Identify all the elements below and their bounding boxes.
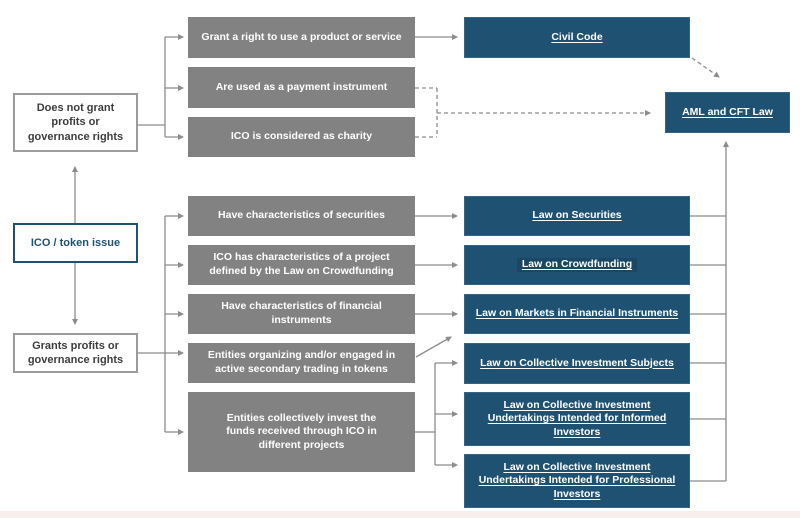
law-collective-investment-subjects-label: Law on Collective Investment Subjects bbox=[480, 356, 674, 369]
criterion-crowdfunding-project-label: ICO has characteristics of a project def… bbox=[209, 251, 394, 277]
law-securities-box[interactable]: Law on Securities bbox=[464, 196, 690, 236]
criterion-charity-box: ICO is considered as charity bbox=[188, 117, 415, 157]
law-collective-investment-professional-label: Law on Collective Investment Undertaking… bbox=[478, 460, 676, 500]
criterion-crowdfunding-project-box: ICO has characteristics of a project def… bbox=[188, 245, 415, 285]
law-markets-financial-instruments-box[interactable]: Law on Markets in Financial Instruments bbox=[464, 294, 690, 334]
law-aml-cft-label: AML and CFT Law bbox=[682, 105, 773, 118]
criterion-securities-label: Have characteristics of securities bbox=[218, 209, 385, 222]
law-markets-financial-instruments-label: Law on Markets in Financial Instruments bbox=[475, 307, 679, 320]
criterion-financial-instruments-label: Have characteristics of financial instru… bbox=[221, 300, 382, 326]
law-civil-code-box[interactable]: Civil Code bbox=[464, 17, 690, 58]
law-civil-code-label: Civil Code bbox=[551, 30, 603, 43]
law-collective-investment-professional-box[interactable]: Law on Collective Investment Undertaking… bbox=[464, 454, 690, 508]
criterion-product-service-label: Grant a right to use a product or servic… bbox=[201, 30, 402, 43]
criterion-financial-instruments-box: Have characteristics of financial instru… bbox=[188, 294, 415, 334]
criterion-secondary-trading-box: Entities organizing and/or engaged in ac… bbox=[188, 343, 415, 383]
law-crowdfunding-box[interactable]: Law on Crowdfunding bbox=[464, 245, 690, 285]
branch-no-rights-box: Does not grant profits or governance rig… bbox=[13, 93, 138, 152]
criterion-payment-instrument-label: Are used as a payment instrument bbox=[215, 80, 388, 93]
law-crowdfunding-label: Law on Crowdfunding bbox=[516, 258, 638, 272]
criterion-collective-invest-label: Entities collectively invest the funds r… bbox=[226, 411, 377, 451]
root-ico-token-box: ICO / token issue bbox=[13, 223, 138, 263]
criterion-collective-invest-box: Entities collectively invest the funds r… bbox=[188, 392, 415, 472]
law-aml-cft-box[interactable]: AML and CFT Law bbox=[665, 92, 790, 133]
law-securities-label: Law on Securities bbox=[532, 209, 622, 222]
law-collective-investment-informed-box[interactable]: Law on Collective Investment Undertaking… bbox=[464, 392, 690, 446]
root-ico-token-label: ICO / token issue bbox=[30, 236, 121, 249]
branch-rights-label: Grants profits or governance rights bbox=[27, 339, 124, 366]
branch-rights-box: Grants profits or governance rights bbox=[13, 333, 138, 373]
criterion-securities-box: Have characteristics of securities bbox=[188, 196, 415, 236]
criterion-charity-label: ICO is considered as charity bbox=[230, 130, 373, 143]
page-bottom-strip bbox=[0, 511, 800, 518]
branch-no-rights-label: Does not grant profits or governance rig… bbox=[27, 102, 124, 143]
law-collective-investment-subjects-box[interactable]: Law on Collective Investment Subjects bbox=[464, 343, 690, 384]
criterion-payment-instrument-box: Are used as a payment instrument bbox=[188, 67, 415, 108]
criterion-product-service-box: Grant a right to use a product or servic… bbox=[188, 17, 415, 58]
criterion-secondary-trading-label: Entities organizing and/or engaged in ac… bbox=[207, 349, 396, 375]
law-collective-investment-informed-label: Law on Collective Investment Undertaking… bbox=[487, 398, 667, 438]
